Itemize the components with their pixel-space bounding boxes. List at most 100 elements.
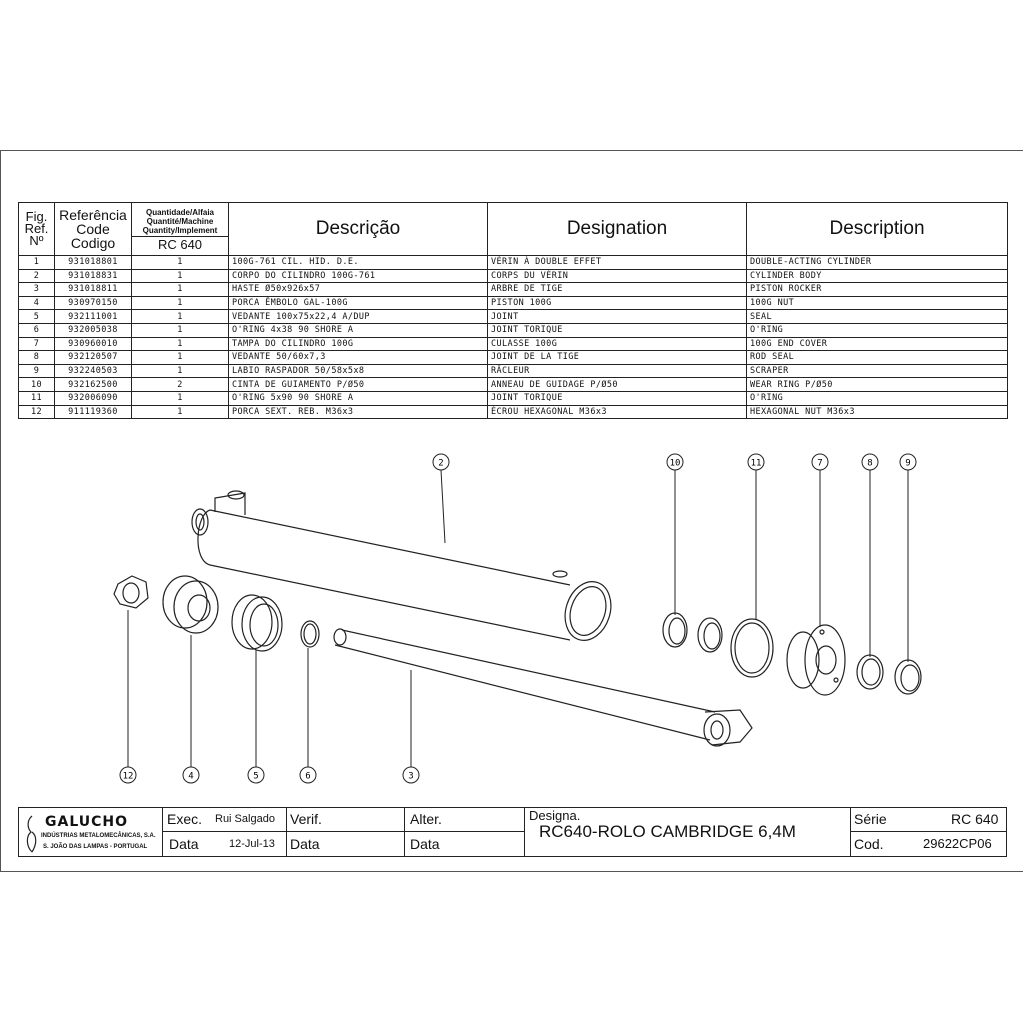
designation-cell: JOINT TORIQUE <box>487 322 747 338</box>
fig-cell: 12 <box>18 404 55 420</box>
description-cell: HEXAGONAL NUT M36x3 <box>746 404 1008 420</box>
header-fig-line: Fig. <box>25 209 48 224</box>
code-cell: 932006090 <box>54 390 132 406</box>
code-cell: 931018801 <box>54 255 132 270</box>
seal-part-5 <box>231 594 283 652</box>
balloon-callout: 6 <box>299 766 317 784</box>
fig-cell: 3 <box>18 282 55 297</box>
header-quantity-line: Quantity/Implement <box>142 226 218 235</box>
code-cell: 932120507 <box>54 350 132 365</box>
header-descricao: Descrição <box>228 202 488 256</box>
qty-cell: 1 <box>131 404 229 420</box>
balloon-callout: 11 <box>747 453 765 471</box>
description-cell: CYLINDER BODY <box>746 268 1008 284</box>
fig-cell: 9 <box>18 363 55 379</box>
balloon-callout: 3 <box>402 766 420 784</box>
header-no-line: Nº <box>29 233 44 248</box>
description-cell: O'RING <box>746 322 1008 338</box>
balloon-number: 12 <box>123 772 134 782</box>
exec-value: Rui Salgado <box>215 813 275 825</box>
balloon-number: 7 <box>817 459 822 469</box>
balloon-number: 4 <box>188 772 193 782</box>
balloon-callout: 2 <box>432 453 450 471</box>
alter-label: Alter. <box>410 811 442 827</box>
balloon-callout: 10 <box>666 453 684 471</box>
qty-cell: 1 <box>131 336 229 352</box>
serie-label: Série <box>854 811 887 827</box>
qty-cell: 1 <box>131 390 229 406</box>
scraper-part-9 <box>894 659 922 695</box>
fig-cell: 1 <box>18 255 55 270</box>
code-cell: 931018811 <box>54 282 132 297</box>
logo-company: INDÚSTRIAS METALOMECÂNICAS, S.A. <box>41 833 156 839</box>
header-ref-line: Ref. <box>24 221 49 236</box>
code-cell: 930970150 <box>54 295 132 311</box>
logo-address: S. JOÃO DAS LAMPAS - PORTUGAL <box>43 844 148 850</box>
description-cell: DOUBLE-ACTING CYLINDER <box>746 255 1008 270</box>
qty-cell: 1 <box>131 282 229 297</box>
balloon-number: 8 <box>867 459 872 469</box>
fig-cell: 10 <box>18 377 55 392</box>
serie-value: RC 640 <box>951 811 999 827</box>
designation-cell: RÂCLEUR <box>487 363 747 379</box>
o-ring-part-11 <box>730 618 774 678</box>
header-designation: Designation <box>487 202 747 256</box>
code-cell: 932162500 <box>54 377 132 392</box>
parts-table-header-row: Fig. Ref. Nº Referência Code Codigo Quan… <box>18 202 1008 256</box>
descricao-cell: VEDANTE 50/60x7,3 <box>228 350 488 365</box>
header-quantidade-line: Quantidade/Alfaia <box>145 208 214 217</box>
header-codigo-line: Codigo <box>70 235 116 251</box>
header-referencia-line: Referência <box>59 207 127 223</box>
description-cell: PISTON ROCKER <box>746 282 1008 297</box>
header-description: Description <box>746 202 1008 256</box>
code-cell: 931018831 <box>54 268 132 284</box>
exec-label: Exec. <box>167 811 203 827</box>
balloon-callout: 9 <box>899 453 917 471</box>
balloon-callouts: 2 10 11 7 8 9 12 4 5 6 3 <box>119 453 917 784</box>
descricao-cell: TAMPA DO CILINDRO 100G <box>228 336 488 352</box>
parts-list-table: Fig. Ref. Nº Referência Code Codigo Quan… <box>18 202 1008 420</box>
fig-cell: 11 <box>18 390 55 406</box>
descricao-cell: O'RING 5x90 90 SHORE A <box>228 390 488 406</box>
designation-cell: JOINT TORIQUE <box>487 390 747 406</box>
rod-seal-part-8 <box>856 654 884 690</box>
title-block: GALUCHO INDÚSTRIAS METALOMECÂNICAS, S.A.… <box>18 807 1007 857</box>
fig-cell: 5 <box>18 309 55 324</box>
header-quantity: Quantidade/Alfaia Quantité/Machine Quant… <box>131 202 229 256</box>
designation-cell: CULASSE 100G <box>487 336 747 352</box>
code-cell: 932240503 <box>54 363 132 379</box>
balloon-number: 9 <box>905 459 910 469</box>
data-label-alter: Data <box>410 836 440 852</box>
piston-part-4 <box>162 575 219 634</box>
balloon-number: 11 <box>751 459 762 469</box>
designation-value: RC640-ROLO CAMBRIDGE 6,4M <box>539 822 796 841</box>
header-reference-code: Referência Code Codigo <box>54 202 132 256</box>
fig-cell: 8 <box>18 350 55 365</box>
balloon-number: 10 <box>670 459 681 469</box>
fig-cell: 2 <box>18 268 55 284</box>
end-cover-part-7 <box>786 624 846 696</box>
description-cell: 100G END COVER <box>746 336 1008 352</box>
balloon-callout: 5 <box>247 766 265 784</box>
qty-cell: 1 <box>131 295 229 311</box>
qty-cell: 1 <box>131 350 229 365</box>
balloon-callout: 12 <box>119 766 137 784</box>
fig-cell: 7 <box>18 336 55 352</box>
descricao-cell: CINTA DE GUIAMENTO P/Ø50 <box>228 377 488 392</box>
designation-cell: ÉCROU HEXAGONAL M36x3 <box>487 404 747 420</box>
descricao-cell: CORPO DO CILINDRO 100G-761 <box>228 268 488 284</box>
balloon-number: 3 <box>408 772 413 782</box>
piston-rod-part-3 <box>333 628 753 747</box>
header-quantite-line: Quantité/Machine <box>146 217 214 226</box>
descricao-cell: HASTE Ø50x926x57 <box>228 282 488 297</box>
hex-nut-part-12 <box>113 575 149 609</box>
qty-cell: 2 <box>131 377 229 392</box>
